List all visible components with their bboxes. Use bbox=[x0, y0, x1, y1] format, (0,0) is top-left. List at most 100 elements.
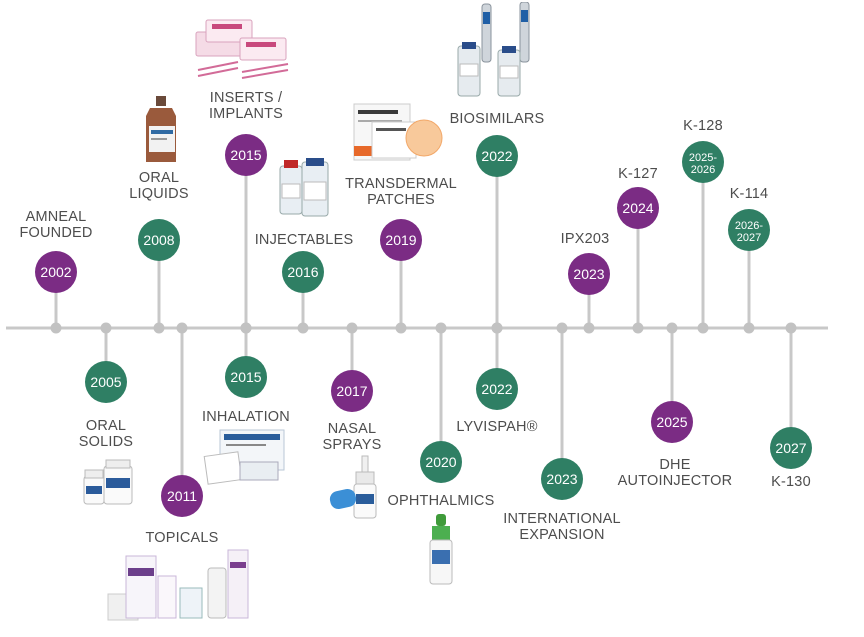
year-text-lyvispah: 2022 bbox=[481, 381, 512, 397]
year-marker-dhe-autoinjector: 2025 bbox=[651, 401, 693, 443]
year-marker-transdermal-patches: 2019 bbox=[380, 219, 422, 261]
axis-dot-inhalation bbox=[240, 322, 252, 334]
axis-dot-k-130 bbox=[785, 322, 797, 334]
year-marker-k-128: 2025-2026 bbox=[682, 141, 724, 183]
liquid-bottle-icon bbox=[140, 94, 182, 171]
label-k-130: K-130 bbox=[771, 474, 811, 490]
axis-dot-dhe-autoinjector bbox=[666, 322, 678, 334]
axis-dot-ipx203 bbox=[583, 322, 595, 334]
label-inhalation: INHALATION bbox=[202, 409, 290, 425]
axis-dot-oral-solids bbox=[100, 322, 112, 334]
year-circle-international-expansion bbox=[541, 458, 583, 500]
pill-bottles-icon bbox=[80, 458, 136, 513]
year-marker-oral-liquids: 2008 bbox=[138, 219, 180, 261]
label-international-expansion: INTERNATIONAL EXPANSION bbox=[503, 511, 621, 543]
year-marker-injectables: 2016 bbox=[282, 251, 324, 293]
year-text-amneal-founded: 2002 bbox=[40, 264, 71, 280]
year-text-inserts-implants: 2015 bbox=[230, 147, 261, 163]
year-text-ipx203: 2023 bbox=[573, 266, 604, 282]
year-circle-amneal-founded bbox=[35, 251, 77, 293]
year-marker-k-130: 2027 bbox=[770, 427, 812, 469]
year-circle-ophthalmics bbox=[420, 441, 462, 483]
year-circle-dhe-autoinjector bbox=[651, 401, 693, 443]
year-marker-ophthalmics: 2020 bbox=[420, 441, 462, 483]
year-text-dhe-autoinjector: 2025 bbox=[656, 414, 687, 430]
inhalation-kit-icon bbox=[200, 428, 286, 493]
year-circle-oral-liquids bbox=[138, 219, 180, 261]
label-biosimilars: BIOSIMILARS bbox=[449, 111, 545, 127]
year-text-inhalation: 2015 bbox=[230, 369, 261, 385]
year-circle-transdermal-patches bbox=[380, 219, 422, 261]
year-marker-nasal-sprays: 2017 bbox=[331, 370, 373, 412]
year-circle-k-114 bbox=[728, 209, 770, 251]
year-marker-inhalation: 2015 bbox=[225, 356, 267, 398]
label-oral-liquids: ORAL LIQUIDS bbox=[129, 170, 189, 202]
year-circle-k-128 bbox=[682, 141, 724, 183]
year-circle-injectables bbox=[282, 251, 324, 293]
year-text-international-expansion: 2023 bbox=[546, 471, 577, 487]
year-marker-international-expansion: 2023 bbox=[541, 458, 583, 500]
year-circle-oral-solids bbox=[85, 361, 127, 403]
year-circle-inserts-implants bbox=[225, 134, 267, 176]
year-text-ophthalmics: 2020 bbox=[425, 454, 456, 470]
nasal-spray-icon bbox=[326, 454, 382, 525]
patch-box-icon bbox=[350, 100, 446, 171]
year-marker-lyvispah: 2022 bbox=[476, 368, 518, 410]
year-text-injectables: 2016 bbox=[287, 264, 318, 280]
year-circle-nasal-sprays bbox=[331, 370, 373, 412]
year-marker-inserts-implants: 2015 bbox=[225, 134, 267, 176]
label-k-114: K-114 bbox=[729, 186, 769, 202]
year-text-biosimilars: 2022 bbox=[481, 148, 512, 164]
year-text-oral-solids: 2005 bbox=[90, 374, 121, 390]
axis-dot-k-128 bbox=[697, 322, 709, 334]
year-marker-k-127: 2024 bbox=[617, 187, 659, 229]
axis-dot-amneal-founded bbox=[50, 322, 62, 334]
year-marker-k-114: 2026-2027 bbox=[728, 209, 770, 251]
biosimilar-pens-icon bbox=[454, 1, 544, 107]
label-k-128: K-128 bbox=[683, 118, 723, 134]
axis-dot-ophthalmics bbox=[435, 322, 447, 334]
label-ophthalmics: OPHTHALMICS bbox=[387, 493, 495, 509]
axis-dot-international-expansion bbox=[556, 322, 568, 334]
axis-dot-transdermal-patches bbox=[395, 322, 407, 334]
label-lyvispah: LYVISPAH® bbox=[456, 419, 538, 435]
year-text-oral-liquids: 2008 bbox=[143, 232, 174, 248]
year-text-topicals: 2011 bbox=[167, 488, 197, 504]
year-marker-amneal-founded: 2002 bbox=[35, 251, 77, 293]
year-marker-biosimilars: 2022 bbox=[476, 135, 518, 177]
stems bbox=[54, 155, 793, 496]
insert-packs-icon bbox=[192, 14, 300, 91]
year-circle-inhalation bbox=[225, 356, 267, 398]
axis-dot-injectables bbox=[297, 322, 309, 334]
year-text-k-114: 2026-2027 bbox=[735, 220, 763, 244]
axis-dot-topicals bbox=[176, 322, 188, 334]
label-ipx203: IPX203 bbox=[560, 231, 610, 247]
year-circle-topicals bbox=[161, 475, 203, 517]
year-text-k-130: 2027 bbox=[775, 440, 806, 456]
axis-dot-oral-liquids bbox=[153, 322, 165, 334]
axis-dots bbox=[50, 322, 797, 334]
eye-dropper-icon bbox=[424, 512, 458, 591]
year-text-nasal-sprays: 2017 bbox=[336, 383, 367, 399]
year-text-k-127: 2024 bbox=[622, 200, 653, 216]
axis-dot-k-127 bbox=[632, 322, 644, 334]
axis-dot-k-114 bbox=[743, 322, 755, 334]
label-nasal-sprays: NASAL SPRAYS bbox=[322, 421, 382, 453]
label-dhe-autoinjector: DHE AUTOINJECTOR bbox=[617, 457, 733, 489]
year-text-transdermal-patches: 2019 bbox=[385, 232, 416, 248]
label-injectables: INJECTABLES bbox=[254, 232, 354, 248]
axis-dot-nasal-sprays bbox=[346, 322, 358, 334]
year-circle-lyvispah bbox=[476, 368, 518, 410]
topical-tubes-icon bbox=[104, 548, 250, 629]
label-transdermal-patches: TRANSDERMAL PATCHES bbox=[345, 176, 457, 208]
label-oral-solids: ORAL SOLIDS bbox=[78, 418, 134, 450]
year-marker-oral-solids: 2005 bbox=[85, 361, 127, 403]
label-k-127: K-127 bbox=[618, 166, 658, 182]
year-circle-ipx203 bbox=[568, 253, 610, 295]
year-circle-k-130 bbox=[770, 427, 812, 469]
label-amneal-founded: AMNEAL FOUNDED bbox=[19, 209, 93, 241]
label-topicals: TOPICALS bbox=[145, 530, 219, 546]
year-circle-k-127 bbox=[617, 187, 659, 229]
